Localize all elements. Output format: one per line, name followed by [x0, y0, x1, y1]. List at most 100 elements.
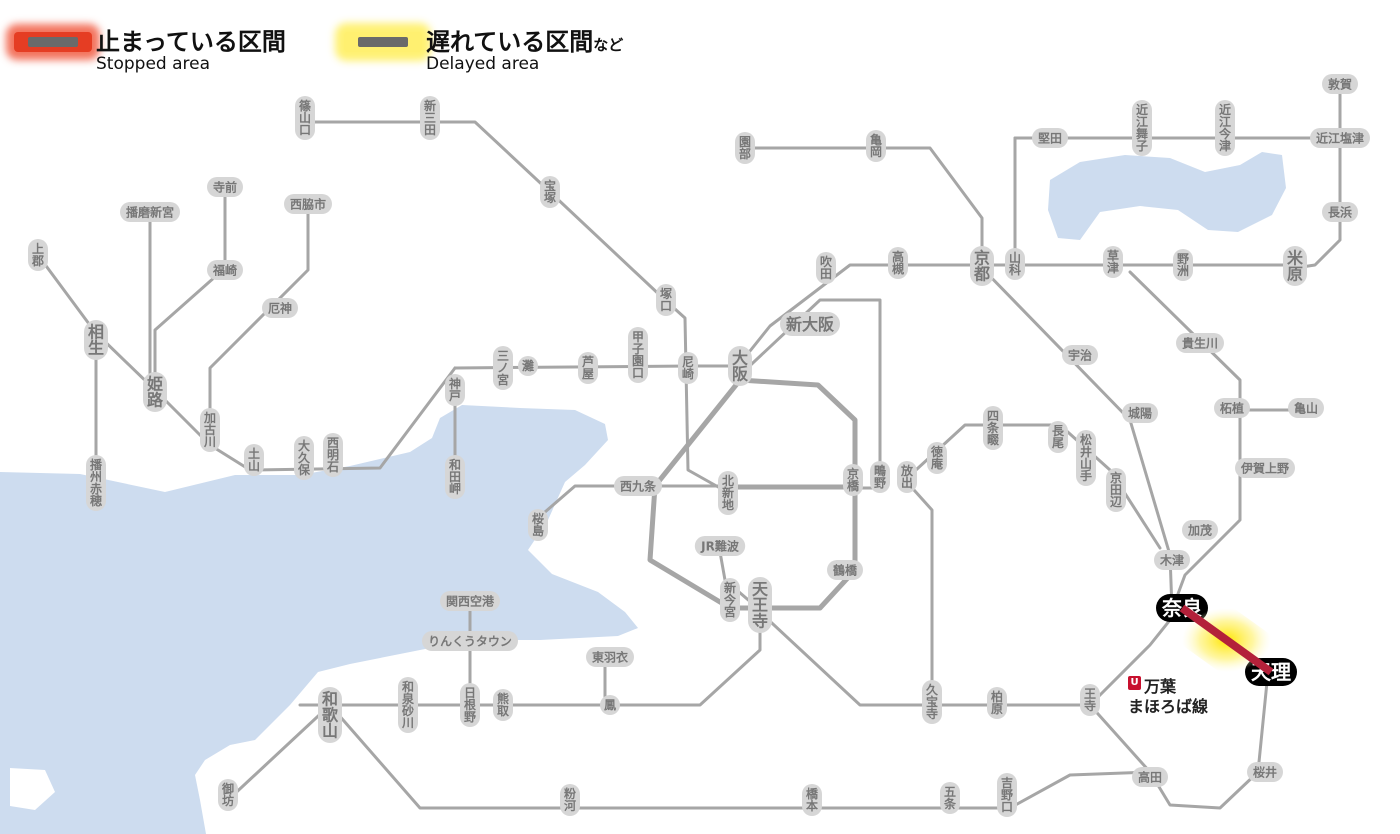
station-12[interactable]: 米原	[1283, 246, 1307, 286]
station-16[interactable]: 京都	[970, 246, 994, 286]
station-0[interactable]: 篠山口	[295, 96, 315, 140]
station-27[interactable]: 和田岬	[445, 455, 465, 499]
station-33[interactable]: 西脇市	[284, 194, 332, 214]
station-49[interactable]: 長尾	[1048, 421, 1068, 453]
station-69[interactable]: 和歌山	[318, 687, 342, 743]
affected-line-label[interactable]: U 万葉 まほろば線	[1124, 672, 1240, 716]
station-pill	[294, 436, 314, 480]
station-42[interactable]: 桜島	[528, 509, 548, 541]
station-73[interactable]: 柏原	[987, 687, 1007, 719]
station-20[interactable]: 大阪	[728, 346, 752, 386]
station-11[interactable]: 長浜	[1322, 202, 1358, 222]
station-82[interactable]: 粉河	[560, 784, 580, 816]
station-63[interactable]: 天王寺	[748, 577, 772, 633]
station-pill	[1005, 248, 1025, 280]
station-26[interactable]: 神戸	[445, 374, 465, 406]
station-pill	[493, 689, 513, 721]
station-pill	[493, 346, 513, 390]
station-6[interactable]: 堅田	[1032, 128, 1068, 148]
station-77[interactable]: 桜井	[1247, 762, 1283, 782]
station-17[interactable]: 高槻	[888, 247, 908, 279]
affected-segment[interactable]	[1179, 604, 1274, 676]
station-4[interactable]: 園部	[735, 132, 755, 164]
station-2[interactable]: 宝塚	[540, 176, 560, 208]
station-9[interactable]: 敦賀	[1322, 74, 1358, 94]
station-59[interactable]: 貴生川	[1176, 333, 1224, 353]
station-54[interactable]: 木津	[1154, 550, 1190, 570]
station-78[interactable]: 高田	[1132, 767, 1168, 787]
station-18[interactable]: 吹田	[816, 252, 836, 284]
station-44[interactable]: 京橋	[843, 464, 863, 496]
station-19[interactable]: 新大阪	[780, 312, 840, 336]
station-80[interactable]: 五条	[940, 782, 960, 814]
station-name: 近江塩津	[1316, 130, 1364, 145]
station-36[interactable]: 播磨新宮	[120, 202, 180, 222]
station-60[interactable]: 鶴橋	[827, 560, 863, 580]
station-name: 高田	[1138, 769, 1162, 784]
station-64[interactable]: 関西空港	[440, 591, 500, 611]
station-62[interactable]: 新今宮	[720, 578, 740, 622]
station-name: 加茂	[1187, 522, 1212, 537]
station-81[interactable]: 橋本	[802, 784, 822, 816]
station-5[interactable]: 亀岡	[866, 130, 886, 162]
station-pill	[28, 239, 48, 271]
station-25[interactable]: 三ノ宮	[493, 346, 513, 390]
station-35[interactable]: 寺前	[207, 177, 243, 197]
station-34[interactable]: 福崎	[207, 260, 243, 280]
station-30[interactable]: 土山	[244, 444, 264, 476]
station-15[interactable]: 山科	[1005, 248, 1025, 280]
station-name: 篠山口	[299, 98, 312, 137]
station-67[interactable]: 熊取	[493, 689, 513, 721]
station-31[interactable]: 加古川	[200, 408, 220, 452]
station-name: 四条畷	[986, 409, 1000, 447]
station-65[interactable]: りんくうタウン	[422, 631, 518, 651]
station-56[interactable]: 伊賀上野	[1235, 458, 1295, 478]
station-71[interactable]: 鳳	[600, 695, 620, 715]
station-1[interactable]: 新三田	[420, 96, 440, 140]
station-13[interactable]: 野洲	[1173, 249, 1193, 281]
station-61[interactable]: JR難波	[694, 536, 746, 556]
station-pill	[678, 352, 698, 384]
station-53[interactable]: 城陽	[1122, 403, 1158, 423]
station-70[interactable]: 東羽衣	[586, 647, 634, 667]
station-22[interactable]: 甲子園口	[628, 327, 648, 383]
station-23[interactable]: 芦屋	[578, 352, 598, 384]
station-39[interactable]: 上郡	[28, 239, 48, 271]
station-32[interactable]: 厄神	[262, 298, 298, 318]
station-74[interactable]: 王寺	[1080, 684, 1100, 716]
station-38[interactable]: 相生	[84, 320, 108, 360]
station-name: 和泉砂川	[401, 679, 415, 730]
station-pill	[927, 442, 947, 474]
station-57[interactable]: 柘植	[1214, 398, 1250, 418]
station-29[interactable]: 大久保	[294, 436, 314, 480]
station-14[interactable]: 草津	[1103, 246, 1123, 278]
station-45[interactable]: 鴫野	[870, 461, 890, 493]
station-10[interactable]: 近江塩津	[1310, 128, 1370, 148]
station-50[interactable]: 松井山手	[1076, 430, 1096, 486]
station-24[interactable]: 灘	[518, 356, 538, 376]
station-40[interactable]: 播州赤穂	[86, 455, 106, 511]
station-3[interactable]: 塚口	[656, 284, 676, 316]
station-28[interactable]: 西明石	[323, 433, 343, 477]
station-pill	[420, 96, 440, 140]
station-37[interactable]: 姫路	[143, 372, 167, 412]
station-47[interactable]: 徳庵	[927, 442, 947, 474]
station-pill	[1310, 128, 1370, 148]
stopped-subtitle: Stopped area	[96, 54, 211, 74]
station-68[interactable]: 和泉砂川	[398, 677, 418, 733]
station-41[interactable]: 西九条	[614, 476, 662, 496]
station-43[interactable]: 北新地	[718, 471, 738, 515]
station-72[interactable]: 久宝寺	[922, 680, 942, 724]
station-7[interactable]: 近江舞子	[1132, 100, 1152, 156]
station-52[interactable]: 宇治	[1062, 345, 1098, 365]
station-55[interactable]: 加茂	[1182, 520, 1218, 540]
station-66[interactable]: 日根野	[460, 683, 480, 727]
station-83[interactable]: 御坊	[218, 779, 238, 811]
station-48[interactable]: 四条畷	[983, 406, 1003, 450]
station-21[interactable]: 尼崎	[678, 352, 698, 384]
station-51[interactable]: 京田辺	[1106, 468, 1126, 512]
station-8[interactable]: 近江今津	[1215, 100, 1235, 156]
station-46[interactable]: 放出	[897, 461, 917, 493]
station-58[interactable]: 亀山	[1288, 398, 1324, 418]
station-79[interactable]: 吉野口	[997, 773, 1017, 817]
